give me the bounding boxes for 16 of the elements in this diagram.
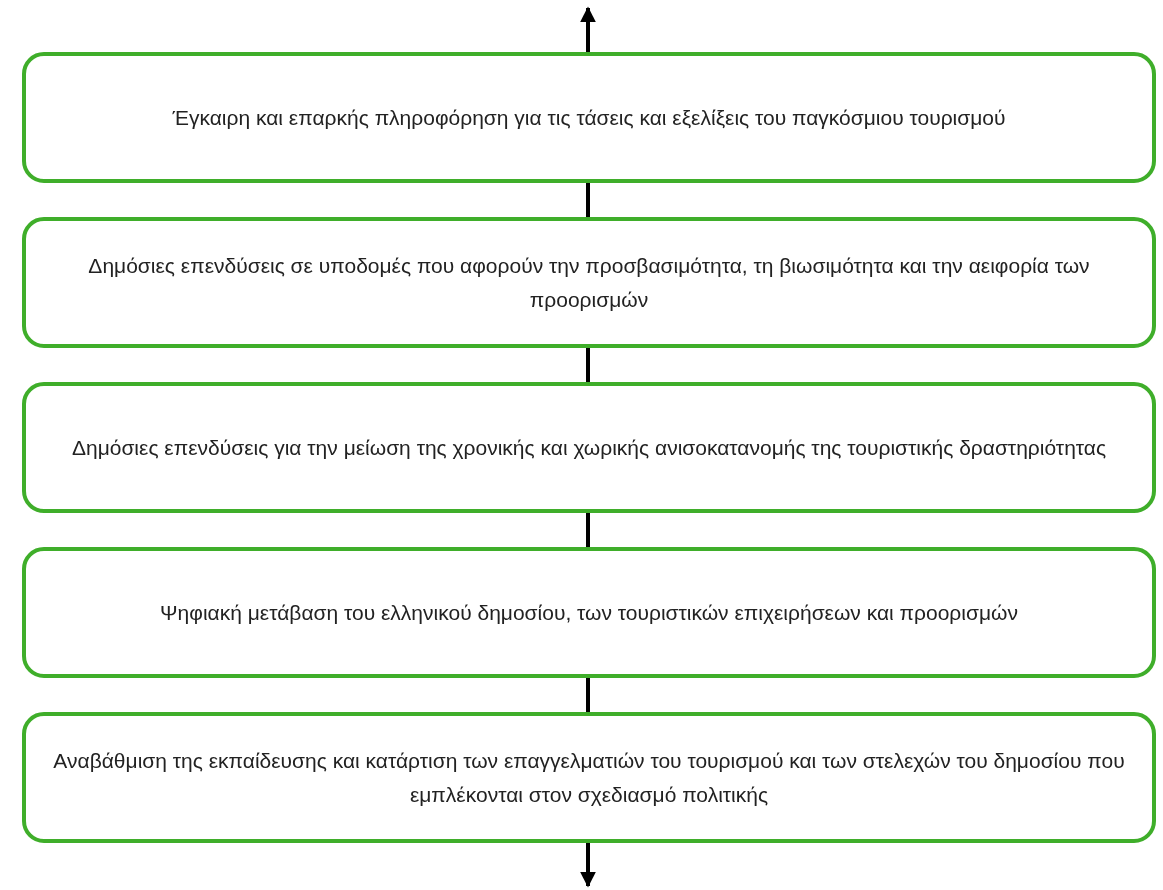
process-box [22,382,1156,513]
process-box [22,52,1156,183]
connector-line [586,678,590,712]
arrow [580,843,596,888]
arrow [580,6,596,52]
connector-line [586,183,590,217]
box-text: Ψηφιακή μετάβαση του ελληνικού δημοσίου, των τουριστικών επιχειρήσεων και προορισμών [160,599,1018,626]
box-text: Έγκαιρη και επαρκής πληροφόρηση για τις τάσεις και εξελίξεις του παγκόσμιου τουρισμού [172,104,1006,131]
box-text: Δημόσιες επενδύσεις για την μείωση της χρονικής και χωρικής ανισοκατανομής της τουριστικής δραστηριότητας [71,434,1107,461]
box-text: Αναβάθμιση της εκπαίδευσης και κατάρτιση των επαγγελματιών του τουρισμού και των στελεχών του δημοσίου που εμπλέκονται στον σχεδιασμό πολιτικής [52,747,1126,808]
box-text: Δημόσιες επενδύσεις σε υποδομές που αφορούν την προσβασιμότητα, τη βιωσιμότητα και την αειφορία των προορισμών [87,252,1091,313]
connector-line [586,513,590,547]
process-box [22,217,1156,348]
process-box [22,712,1156,843]
connector-line [586,348,590,382]
process-box [22,547,1156,678]
